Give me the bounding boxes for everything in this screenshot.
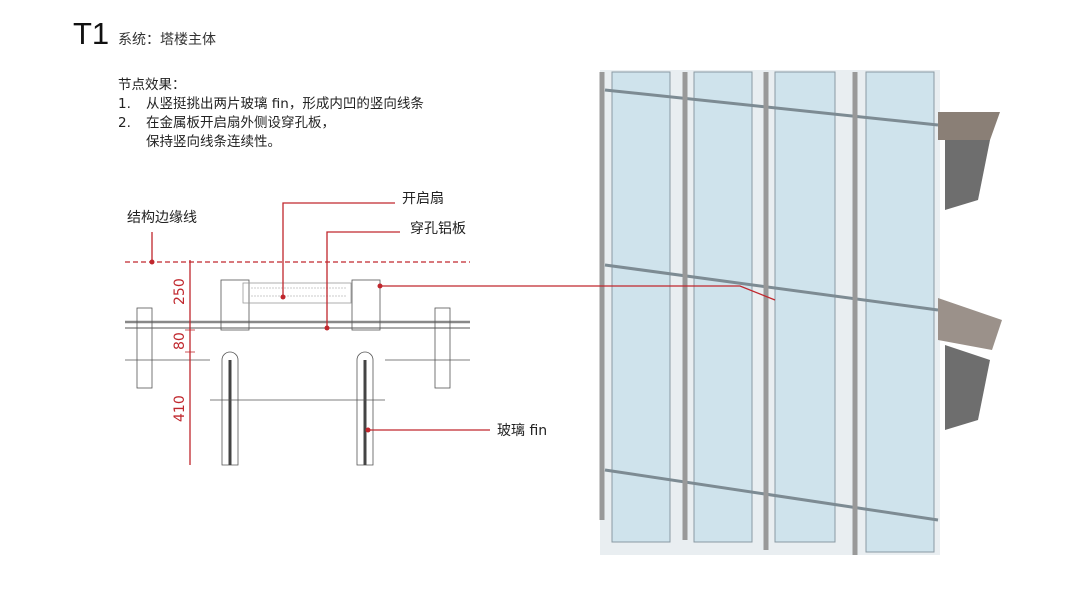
section-subtitle: 系统：塔楼主体 [118,32,216,48]
notes: 节点效果： 1. 从竖挺挑出两片玻璃 fin，形成内凹的竖向线条 2. 在金属板开启… [118,76,424,152]
callout-structure-edge: 结构边缘线 [127,210,197,226]
callout-leaders [151,202,776,431]
callout-glass-fin: 玻璃 fin [497,422,547,439]
callout-operable-vent: 开启扇 [402,191,444,207]
note-text: 从竖挺挑出两片玻璃 fin，形成内凹的竖向线条 [146,96,424,112]
dimension-250: 250 [172,278,188,305]
section-code: T1 [73,16,110,51]
callout-perforated-panel: 穿孔铝板 [410,221,466,237]
note-item-1: 1. 从竖挺挑出两片玻璃 fin，形成内凹的竖向线条 [118,95,424,114]
note-number: 1. [118,96,131,112]
note-text: 保持竖向线条连续性。 [146,134,281,150]
dimension-80: 80 [172,332,188,350]
note-item-2-cont: 保持竖向线条连续性。 [118,133,424,152]
dimension-410: 410 [172,395,188,422]
facade-render [599,70,1002,555]
plan-detail [125,260,470,466]
note-text: 在金属板开启扇外侧设穿孔板， [146,115,335,131]
note-item-2: 2. 在金属板开启扇外侧设穿孔板， [118,114,424,133]
notes-heading: 节点效果： [118,77,186,93]
note-number: 2. [118,115,131,131]
